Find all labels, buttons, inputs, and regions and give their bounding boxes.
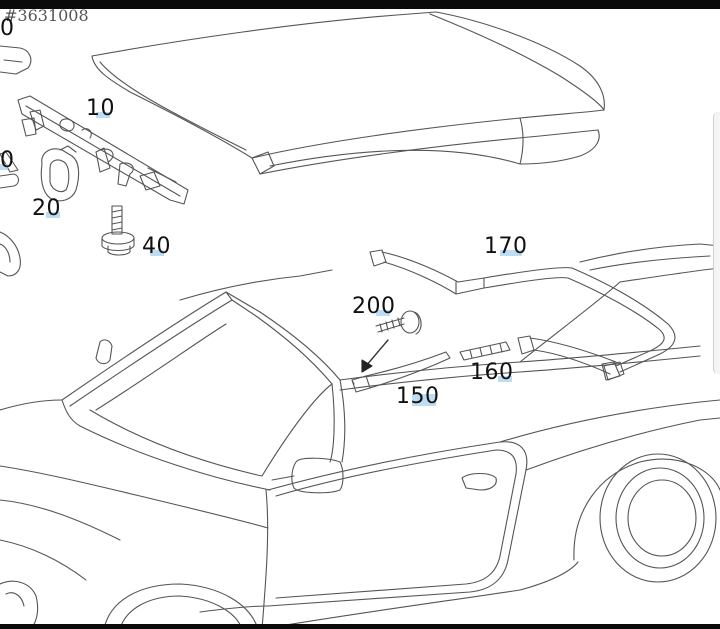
part-40-bolt	[101, 205, 135, 256]
ref-label-edge-top: 0	[0, 16, 15, 41]
ref-label-edge-mid: 0	[0, 148, 15, 173]
ref-label-170: 170	[484, 234, 528, 259]
edge-pin	[0, 173, 20, 189]
edge-bracket-lower	[0, 231, 21, 277]
ref-label-160: 160	[470, 360, 514, 385]
ref-label-150: 150	[396, 384, 440, 409]
label-highlight-20	[46, 212, 60, 218]
label-highlight-160	[498, 376, 512, 382]
soft-top-outline	[91, 11, 605, 175]
label-highlight-170	[500, 250, 522, 256]
part-200-screw	[375, 310, 422, 335]
part-20-guide	[40, 145, 80, 202]
edge-clip-top	[0, 45, 32, 75]
top-status-bar	[0, 0, 720, 9]
label-highlight-200	[376, 310, 390, 316]
ref-label-20: 20	[32, 196, 61, 221]
rear-quarter-seal	[517, 335, 621, 381]
scroll-handle[interactable]	[713, 112, 720, 374]
pointer-arrow	[361, 339, 389, 373]
label-highlight-40	[150, 250, 164, 256]
ref-label-40: 40	[142, 234, 171, 259]
ref-label-10: 10	[86, 96, 115, 121]
label-highlight-10	[96, 112, 110, 118]
label-highlight-edge-mid	[0, 164, 8, 170]
document-number: #3631008	[4, 6, 89, 25]
ref-label-200: 200	[352, 294, 396, 319]
label-highlight-150	[412, 394, 436, 406]
part-10-bracket	[0, 95, 189, 205]
bottom-bar	[0, 624, 720, 629]
car-body-outline	[0, 243, 720, 629]
part-160-strip	[459, 341, 511, 361]
